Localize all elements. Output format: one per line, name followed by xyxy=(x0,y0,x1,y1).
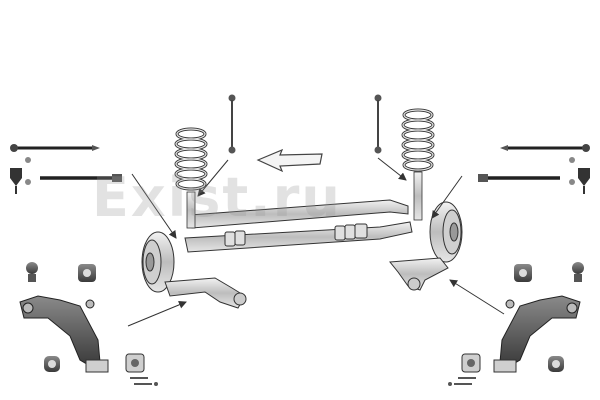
bushing-icon xyxy=(461,353,564,373)
left-wishbone xyxy=(164,277,247,309)
left-control-arm xyxy=(19,295,101,367)
right-tie-rods xyxy=(478,144,590,194)
right-coil-spring xyxy=(401,108,435,221)
ball-joint-icon xyxy=(578,168,590,194)
right-bushing xyxy=(514,264,532,282)
rear-axle-beam xyxy=(184,199,413,253)
right-stabilizer-link xyxy=(374,94,382,154)
left-tie-rods xyxy=(10,144,122,194)
left-stabilizer-link xyxy=(228,94,236,154)
right-ball-joint xyxy=(572,262,584,282)
right-hub-drum xyxy=(429,201,463,263)
bolt-icon xyxy=(25,157,31,185)
pointer-arrows xyxy=(127,157,505,327)
bolt-icon xyxy=(569,157,575,185)
right-wishbone xyxy=(389,257,449,291)
left-ball-joint xyxy=(26,262,38,282)
bolt-icon xyxy=(130,377,158,386)
direction-arrow-icon xyxy=(256,148,323,173)
bolt-icon xyxy=(448,377,476,386)
bushing-icon xyxy=(44,353,145,373)
left-bushing xyxy=(78,264,96,282)
left-hub-drum xyxy=(141,231,175,293)
left-coil-spring xyxy=(174,127,208,229)
ball-joint-icon xyxy=(10,168,22,194)
right-control-arm xyxy=(499,295,581,367)
